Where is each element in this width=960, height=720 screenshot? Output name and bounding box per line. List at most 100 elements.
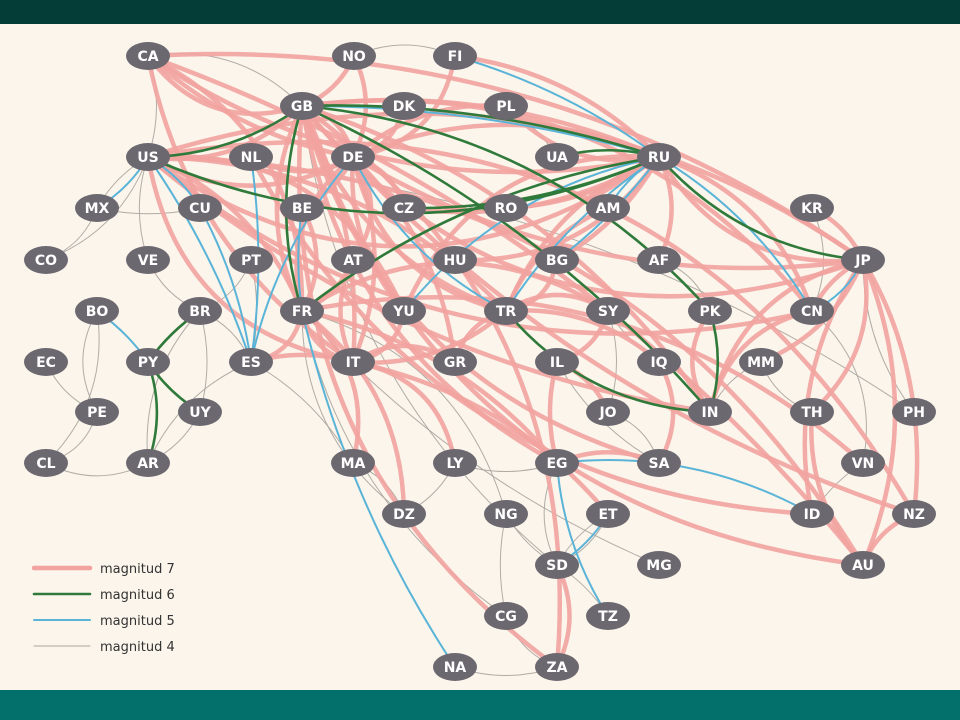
node-iq: IQ	[637, 348, 681, 376]
node-label: JP	[854, 253, 870, 269]
node-badge	[331, 143, 375, 171]
node-label: PH	[903, 405, 925, 421]
node-bg: BG	[535, 246, 579, 274]
node-es: ES	[229, 348, 273, 376]
edge-m5-fr-na	[301, 310, 456, 668]
node-label: DE	[342, 150, 363, 166]
node-na: NA	[433, 653, 477, 681]
node-jo: JO	[586, 398, 630, 426]
node-label: ZA	[547, 660, 568, 676]
node-label: IT	[346, 355, 361, 371]
node-badge	[535, 449, 579, 477]
legend-label: magnitud 4	[100, 640, 175, 655]
node-label: IL	[550, 355, 564, 371]
node-label: KR	[801, 201, 823, 217]
node-badge	[126, 143, 170, 171]
node-label: GB	[291, 99, 313, 115]
node-badge	[535, 653, 579, 681]
node-badge	[790, 194, 834, 222]
node-et: ET	[586, 500, 630, 528]
node-label: BG	[546, 253, 568, 269]
node-badge	[229, 348, 273, 376]
edge-m7-ca-ru	[145, 53, 662, 175]
node-ua: UA	[535, 143, 579, 171]
edge-m7-de-tr	[350, 154, 509, 314]
node-eg: EG	[535, 449, 579, 477]
node-il: IL	[535, 348, 579, 376]
edge-m7-de-yu	[350, 154, 407, 314]
node-badge	[331, 449, 375, 477]
node-badge	[535, 246, 579, 274]
node-badge	[637, 449, 681, 477]
node-badge	[637, 348, 681, 376]
node-label: FR	[292, 304, 313, 320]
edge-m6-gb-ru	[300, 104, 661, 159]
edge-m7-ru-jp	[656, 154, 866, 264]
node-label: EC	[36, 355, 56, 371]
edge-m7-nl-id	[248, 154, 815, 517]
node-gb: GB	[280, 92, 324, 120]
node-badge	[841, 246, 885, 274]
node-badge	[433, 348, 477, 376]
node-badge	[178, 398, 222, 426]
node-ve: VE	[126, 246, 170, 274]
edge-m7-za-gb	[297, 103, 560, 670]
edge-m7-us-it	[145, 154, 356, 365]
node-badge	[433, 42, 477, 70]
node-label: NZ	[903, 507, 925, 523]
node-badge	[841, 449, 885, 477]
bottom-bar	[0, 690, 960, 720]
node-badge	[484, 297, 528, 325]
node-pk: PK	[688, 297, 732, 325]
node-af: AF	[637, 246, 681, 274]
top-bar	[0, 0, 960, 24]
node-badge	[24, 348, 68, 376]
node-badge	[790, 398, 834, 426]
node-label: PE	[87, 405, 107, 421]
node-am: AM	[586, 194, 630, 222]
edge-m5-cu-es	[199, 207, 252, 363]
node-label: NG	[494, 507, 517, 523]
node-badge	[484, 500, 528, 528]
node-badge	[790, 500, 834, 528]
edge-m7-au-th	[809, 409, 866, 568]
node-at: AT	[331, 246, 375, 274]
node-label: PL	[496, 99, 515, 115]
node-badge	[790, 297, 834, 325]
node-cu: CU	[178, 194, 222, 222]
edge-m7-fr-dz	[299, 308, 407, 517]
node-badge	[126, 246, 170, 274]
node-fi: FI	[433, 42, 477, 70]
node-badge	[535, 348, 579, 376]
node-id: ID	[790, 500, 834, 528]
legend-item-m5: magnitud 5	[33, 614, 175, 629]
node-ec: EC	[24, 348, 68, 376]
node-label: AU	[852, 558, 874, 574]
node-label: US	[137, 150, 158, 166]
node-label: PT	[241, 253, 261, 269]
node-badge	[637, 551, 681, 579]
node-badge	[75, 194, 119, 222]
edge-m6-ru-fr	[300, 155, 661, 313]
node-label: NA	[444, 660, 467, 676]
node-pt: PT	[229, 246, 273, 274]
node-label: MG	[646, 558, 671, 574]
node-label: CO	[35, 253, 57, 269]
node-badge	[382, 194, 426, 222]
legend-item-m6: magnitud 6	[32, 588, 175, 603]
edge-m7-jp-th	[809, 257, 869, 415]
node-za: ZA	[535, 653, 579, 681]
node-badge	[688, 398, 732, 426]
node-badge	[126, 348, 170, 376]
node-label: NO	[342, 49, 366, 65]
edge-m4-br-uy	[199, 310, 208, 413]
edge-m6-ru-jp	[657, 155, 865, 262]
node-co: CO	[24, 246, 68, 274]
node-br: BR	[178, 297, 222, 325]
edge-m6-ru-cz	[402, 155, 661, 210]
node-th: TH	[790, 398, 834, 426]
node-badge	[841, 551, 885, 579]
node-label: UY	[189, 405, 211, 421]
